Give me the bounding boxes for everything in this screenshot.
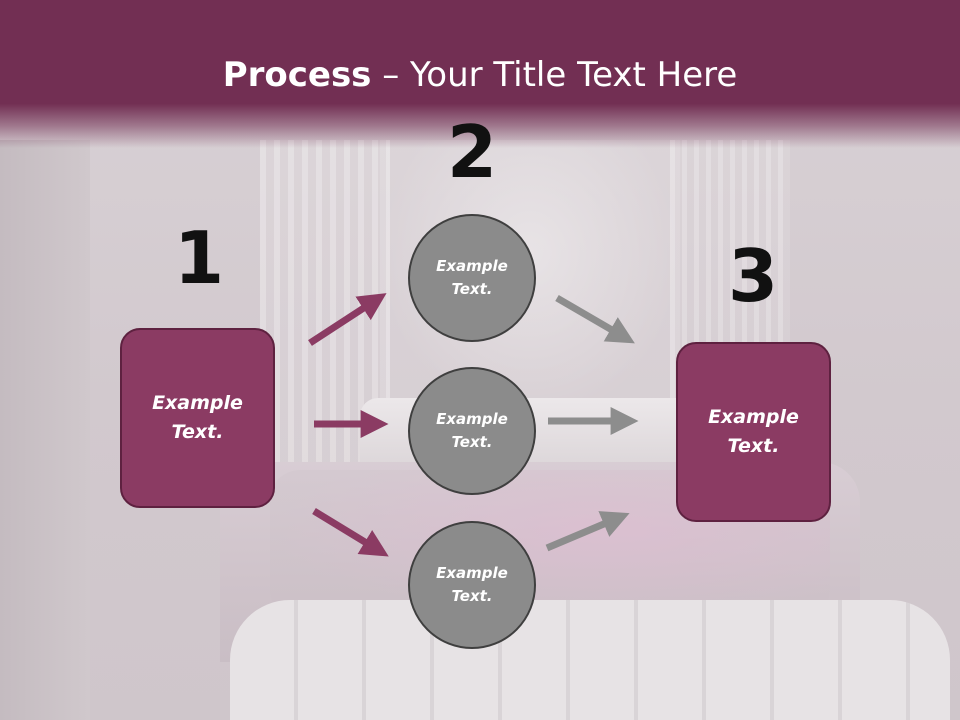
title-strong: Process — [222, 55, 372, 95]
step-3-box-text: Example Text. — [708, 406, 799, 457]
arrow-from-bottom-circle — [545, 511, 630, 552]
circle-bottom-text: Example Text. — [436, 564, 508, 605]
slide-title[interactable]: Process – Your Title Text Here — [0, 52, 960, 98]
circle-top-text: Example Text. — [436, 257, 508, 298]
step-2-circle-bottom[interactable]: Example Text. — [408, 521, 536, 649]
arrow-from-top-circle — [555, 294, 635, 344]
step-1-box-text: Example Text. — [152, 392, 243, 443]
step-number-1: 1 — [173, 216, 225, 300]
arrow-to-top-circle — [308, 293, 387, 346]
circle-middle-text: Example Text. — [436, 410, 508, 451]
background-wall — [0, 140, 90, 720]
step-number-3: 3 — [727, 234, 779, 318]
arrow-to-bottom-circle — [312, 508, 389, 557]
title-rest: – Your Title Text Here — [371, 55, 738, 95]
step-2-circle-top[interactable]: Example Text. — [408, 214, 536, 342]
step-1-box[interactable]: Example Text. — [120, 328, 275, 508]
background-bed-footboard — [230, 600, 950, 720]
step-number-2: 2 — [446, 110, 498, 194]
step-3-box[interactable]: Example Text. — [676, 342, 831, 522]
title-band — [0, 0, 960, 148]
step-2-circle-middle[interactable]: Example Text. — [408, 367, 536, 495]
